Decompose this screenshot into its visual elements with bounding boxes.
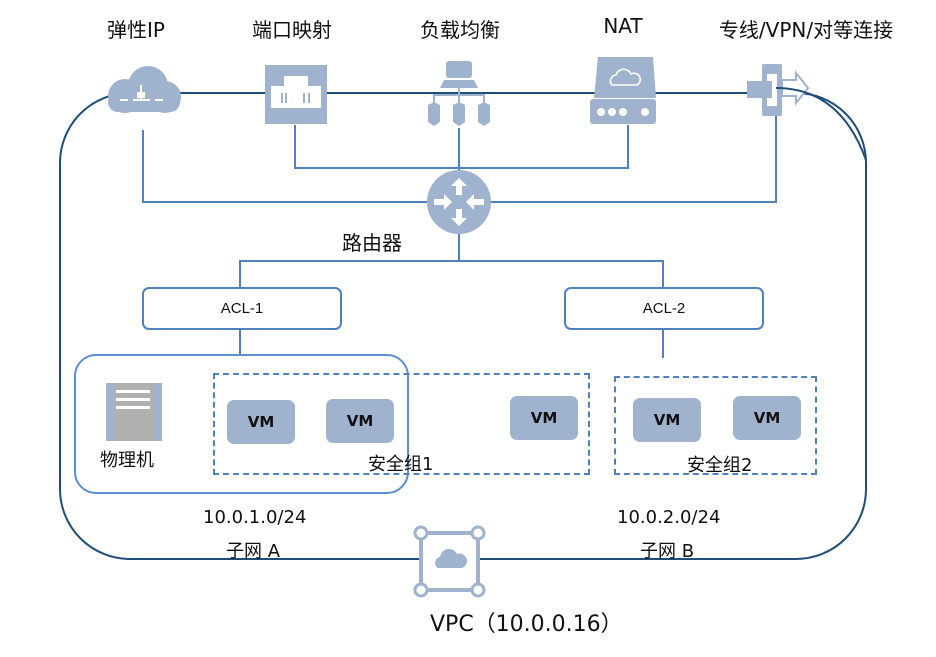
line-portmap-nat	[294, 125, 629, 169]
nat-gateway-icon	[590, 57, 656, 124]
subnet-a-cidr: 10.0.1.0/24	[203, 507, 307, 528]
line-eip-router	[142, 130, 430, 203]
line-vpn-router	[488, 112, 777, 203]
acl-1-box: ACL-1	[142, 287, 342, 330]
load-balancer-icon	[428, 61, 490, 126]
vpc-label: VPC（10.0.0.16）	[430, 612, 623, 637]
security-group-1	[213, 373, 590, 475]
label-eip: 弹性IP	[107, 18, 165, 42]
connection-lines	[142, 112, 777, 358]
label-port-mapping: 端口映射	[252, 18, 332, 42]
subnet-b-label: 子网 B	[640, 541, 695, 562]
security-group-2	[614, 376, 817, 475]
vm-sg1-2[interactable]: VM	[326, 399, 394, 443]
router-label: 路由器	[342, 231, 402, 255]
label-nat: NAT	[603, 14, 643, 38]
line-router-acls	[239, 260, 664, 289]
cloud-network-icon	[108, 66, 181, 113]
label-load-balancer: 负载均衡	[420, 18, 500, 42]
security-group-2-label: 安全组2	[687, 455, 753, 476]
subnet-b-cidr: 10.0.2.0/24	[617, 507, 721, 528]
port-icon	[265, 65, 327, 124]
router-icon	[427, 170, 491, 234]
label-vpn: 专线/VPN/对等连接	[718, 18, 894, 42]
vm-sg2-1[interactable]: VM	[633, 398, 701, 442]
acl-2-box: ACL-2	[564, 287, 764, 330]
physical-machine-label: 物理机	[100, 450, 154, 471]
vm-sg1-3[interactable]: VM	[510, 396, 578, 440]
vpc-icon	[413, 525, 486, 598]
security-group-1-label: 安全组1	[368, 454, 434, 475]
subnet-a-label: 子网 A	[226, 541, 281, 562]
vm-sg1-1[interactable]: VM	[227, 400, 295, 444]
vpn-connection-icon	[747, 64, 810, 116]
subnet-a-box	[74, 354, 409, 494]
vm-sg2-2[interactable]: VM	[733, 396, 801, 440]
server-icon	[106, 383, 162, 441]
vpc-boundary-corner	[775, 87, 867, 161]
